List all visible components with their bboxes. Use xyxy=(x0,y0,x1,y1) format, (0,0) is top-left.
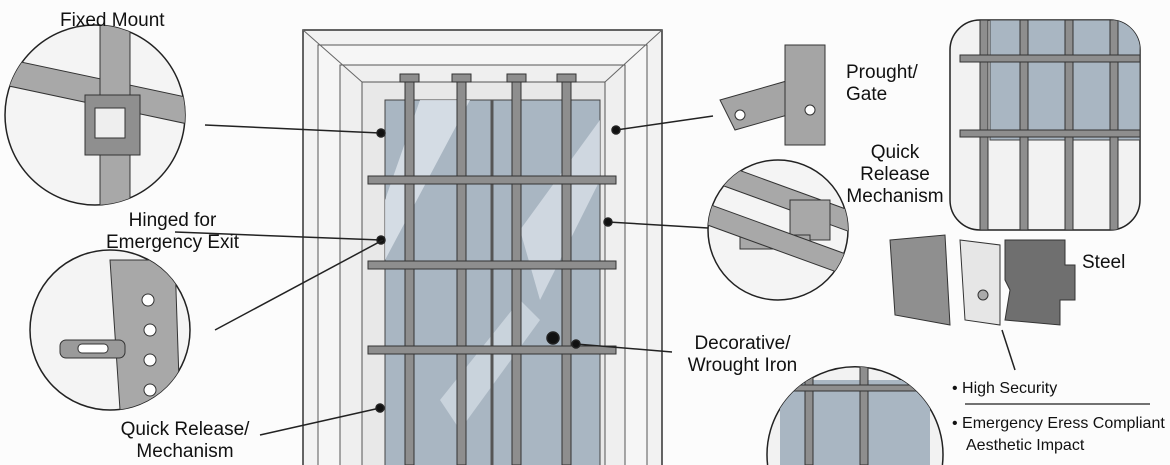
label-prought-line2: Gate xyxy=(846,84,888,105)
label-quick-release-right: Quick Release Mechanism xyxy=(845,142,945,208)
steel-plates xyxy=(889,234,1076,326)
window-bars xyxy=(367,73,617,465)
leader-lines xyxy=(174,115,1150,436)
feature-high-security: • High Security xyxy=(952,380,1058,397)
label-decorative-line1: Decorative/ xyxy=(694,333,791,354)
label-qr-left-line2: Mechanism xyxy=(136,441,234,462)
label-qr-right-line1: Quick xyxy=(870,142,920,163)
label-prought-gate: Prought/ Gate xyxy=(846,62,918,106)
quick-release-detail xyxy=(29,249,191,411)
label-decorative: Decorative/ Wrought Iron xyxy=(680,333,805,377)
label-fixed-mount: Fixed Mount xyxy=(60,10,165,31)
label-qr-right-line3: Mechanism xyxy=(846,186,944,207)
label-quick-release-left: Quick Release/ Mechanism xyxy=(105,419,265,463)
label-prought-line1: Prought/ xyxy=(846,62,918,83)
label-hinged-line1: Hinged for xyxy=(128,210,217,231)
label-qr-right-line2: Release xyxy=(860,164,930,185)
bottom-detail xyxy=(766,365,944,465)
quick-release-mechanism-detail xyxy=(707,159,849,301)
feature-egress-compliant: • Emergency Eress Compliant xyxy=(952,415,1165,432)
label-qr-left-line1: Quick Release/ xyxy=(120,419,250,440)
window-view-detail xyxy=(949,19,1141,231)
gate-bracket xyxy=(719,44,826,146)
label-hinged-line2: Emergency Exit xyxy=(105,232,240,253)
label-decorative-line2: Wrought Iron xyxy=(687,355,798,376)
label-steel: Steel xyxy=(1082,252,1126,273)
fixed-mount-detail xyxy=(4,24,186,206)
feature-aesthetic-impact: Aesthetic Impact xyxy=(966,437,1085,454)
label-hinged: Hinged for Emergency Exit xyxy=(90,210,255,254)
